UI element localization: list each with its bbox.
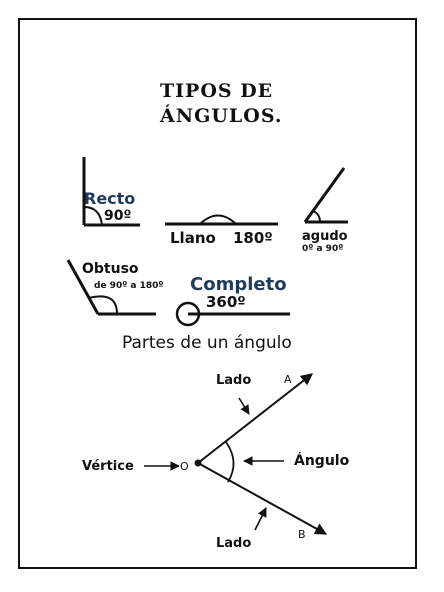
page-frame <box>18 18 417 569</box>
obtuso-angle <box>66 259 156 316</box>
obtuso-range: de 90º a 180º <box>94 281 163 291</box>
agudo-label: agudo <box>302 229 348 244</box>
angle-label: Ángulo <box>294 452 350 469</box>
recto-label: Recto <box>84 189 135 208</box>
llano-label: Llano <box>170 229 216 247</box>
point-b-label: B <box>298 528 306 541</box>
parts-angle <box>194 373 328 535</box>
recto-angle <box>82 157 140 227</box>
llano-value: 180º <box>233 229 273 247</box>
agudo-range: 0º a 90º <box>302 244 343 254</box>
lado-bottom-pointer <box>254 507 267 531</box>
vertex-label: Vértice <box>82 459 134 474</box>
vertex-point-label: O <box>180 460 189 473</box>
completo-label: Completo <box>190 274 287 295</box>
llano-angle <box>165 214 278 226</box>
recto-value: 90º <box>104 208 131 224</box>
parts-heading: Partes de un ángulo <box>122 333 292 353</box>
lado-bottom-label: Lado <box>216 536 251 551</box>
point-a-label: A <box>284 373 292 386</box>
title-line-2: ÁNGULOS. <box>159 104 282 127</box>
lado-top-pointer <box>238 397 250 415</box>
completo-angle <box>175 301 290 327</box>
completo-value: 360º <box>206 293 246 311</box>
agudo-angle <box>303 167 348 224</box>
lado-top-label: Lado <box>216 373 251 388</box>
obtuso-label: Obtuso <box>82 261 139 277</box>
title-line-1: TIPOS DE <box>160 80 273 102</box>
